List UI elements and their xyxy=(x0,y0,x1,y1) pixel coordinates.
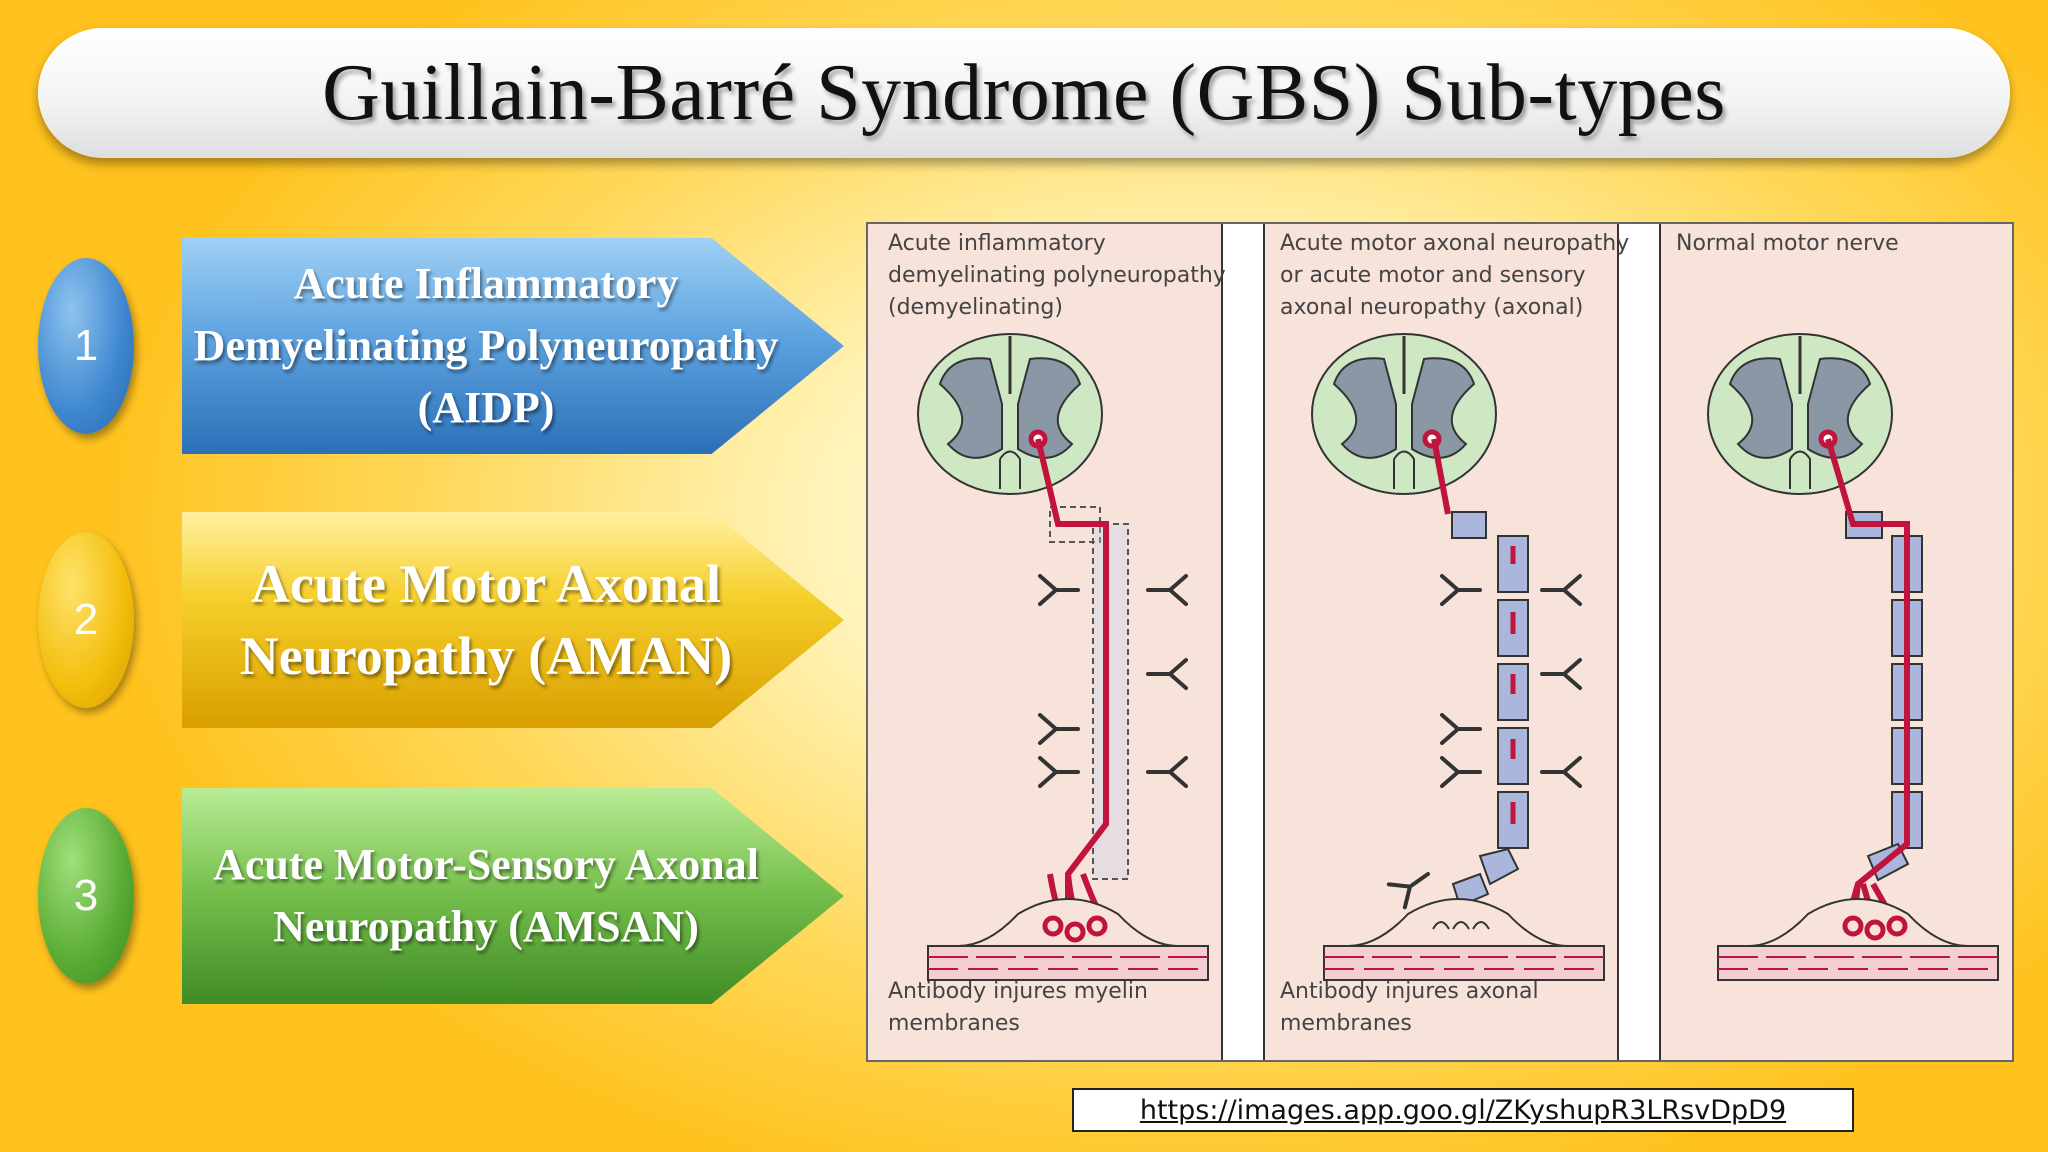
spinal-cord-icon xyxy=(918,334,1102,494)
subtype-number-2: 2 xyxy=(38,532,134,708)
subtype-arrow-amsan: Acute Motor-Sensory Axonal Neuropathy (A… xyxy=(182,788,844,1004)
subtype-label-aman: Acute Motor Axonal Neuropathy (AMAN) xyxy=(239,554,733,686)
subtype-number-1: 1 xyxy=(38,258,134,434)
subtype-arrow-aman: Acute Motor Axonal Neuropathy (AMAN) xyxy=(182,512,844,728)
subtype-label-amsan: Acute Motor-Sensory Axonal Neuropathy (A… xyxy=(213,840,759,951)
muscle-fiber-icon xyxy=(1717,945,1999,981)
panel-axonal-caption: Acute motor axonal neuropathy or acute m… xyxy=(1280,231,1630,320)
normal-nerve-illustration xyxy=(1708,334,1999,981)
page-title: Guillain-Barré Syndrome (GBS) Sub-types xyxy=(322,48,1726,137)
subtype-label-aidp: Acute Inflammatory Demyelinating Polyneu… xyxy=(193,259,779,432)
subtype-arrow-aidp: Acute Inflammatory Demyelinating Polyneu… xyxy=(182,238,844,454)
muscle-fiber-icon xyxy=(1323,945,1605,981)
panel-normal-caption: Normal motor nerve xyxy=(1676,231,1899,256)
muscle-fiber-icon xyxy=(927,945,1209,981)
axonal-illustration xyxy=(1312,334,1605,981)
panel-axonal-note: Antibody injures axonal membranes xyxy=(1280,979,1539,1036)
figure-drawing xyxy=(868,224,2012,1060)
subtype-number-3-label: 3 xyxy=(73,871,99,920)
aidp-illustration xyxy=(918,334,1209,981)
panel-aidp-caption: Acute inflammatory demyelinating polyneu… xyxy=(888,231,1226,320)
spinal-cord-icon xyxy=(1312,334,1496,494)
subtype-number-1-label: 1 xyxy=(73,321,99,370)
subtype-number-2-label: 2 xyxy=(73,595,99,644)
subtype-number-3: 3 xyxy=(38,808,134,984)
spinal-cord-icon xyxy=(1708,334,1892,494)
title-banner: Guillain-Barré Syndrome (GBS) Sub-types xyxy=(38,28,2010,158)
source-link[interactable]: https://images.app.goo.gl/ZKyshupR3LRsvD… xyxy=(1072,1088,1854,1132)
gbs-nerve-figure: Acute inflammatory demyelinating polyneu… xyxy=(866,222,2014,1062)
panel-aidp-note: Antibody injures myelin membranes xyxy=(888,979,1148,1036)
